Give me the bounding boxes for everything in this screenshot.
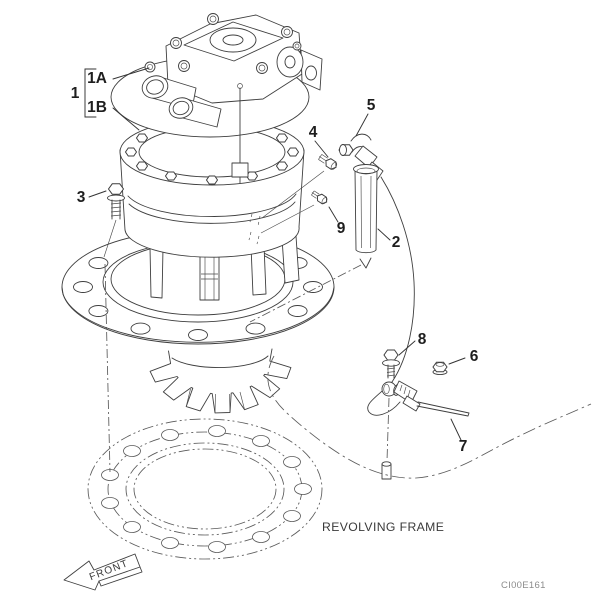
callout-2: 2: [392, 234, 401, 251]
frame-ring: [87, 418, 323, 560]
breather-rod: [231, 83, 249, 184]
callout-5: 5: [367, 97, 376, 114]
part-fitting-4: [318, 154, 338, 171]
part-bolt-8: [383, 350, 400, 379]
callout-9: 9: [337, 220, 346, 237]
callout-leaders: [84, 67, 466, 441]
callout-8: 8: [418, 331, 427, 348]
hose-line: [367, 176, 415, 416]
swing-motor: [110, 13, 323, 184]
reference-lines: [103, 170, 592, 479]
revolving-frame-label: REVOLVING FRAME: [322, 520, 444, 534]
callout-6: 6: [470, 348, 479, 365]
support-legs: [149, 235, 300, 301]
part-fitting-9: [311, 189, 329, 205]
callout-7: 7: [459, 438, 468, 455]
frame-ring-bolt-holes: [101, 425, 312, 553]
figure-code: CI00E161: [501, 580, 546, 591]
part-nut-6: [433, 362, 447, 374]
part-bolt-3: [108, 184, 125, 220]
callout-1b: 1B: [87, 99, 107, 116]
frame-grease-port: [381, 461, 392, 480]
callout-labels: 1 1A 1B 2 3 4 5 6 7 8 9: [71, 70, 479, 455]
front-direction-arrow: FRONT: [63, 553, 143, 591]
callout-4: 4: [309, 124, 318, 141]
front-label: FRONT: [88, 558, 130, 583]
pinion-gear: [149, 348, 292, 414]
callout-1: 1: [71, 85, 80, 102]
part-pin-2: [353, 164, 379, 254]
hydraulic-ports: [141, 75, 222, 128]
part-grease-pipe-7: [381, 380, 470, 417]
callout-3: 3: [77, 189, 86, 206]
callout-1a: 1A: [87, 70, 107, 87]
bracket-1: [84, 68, 97, 118]
